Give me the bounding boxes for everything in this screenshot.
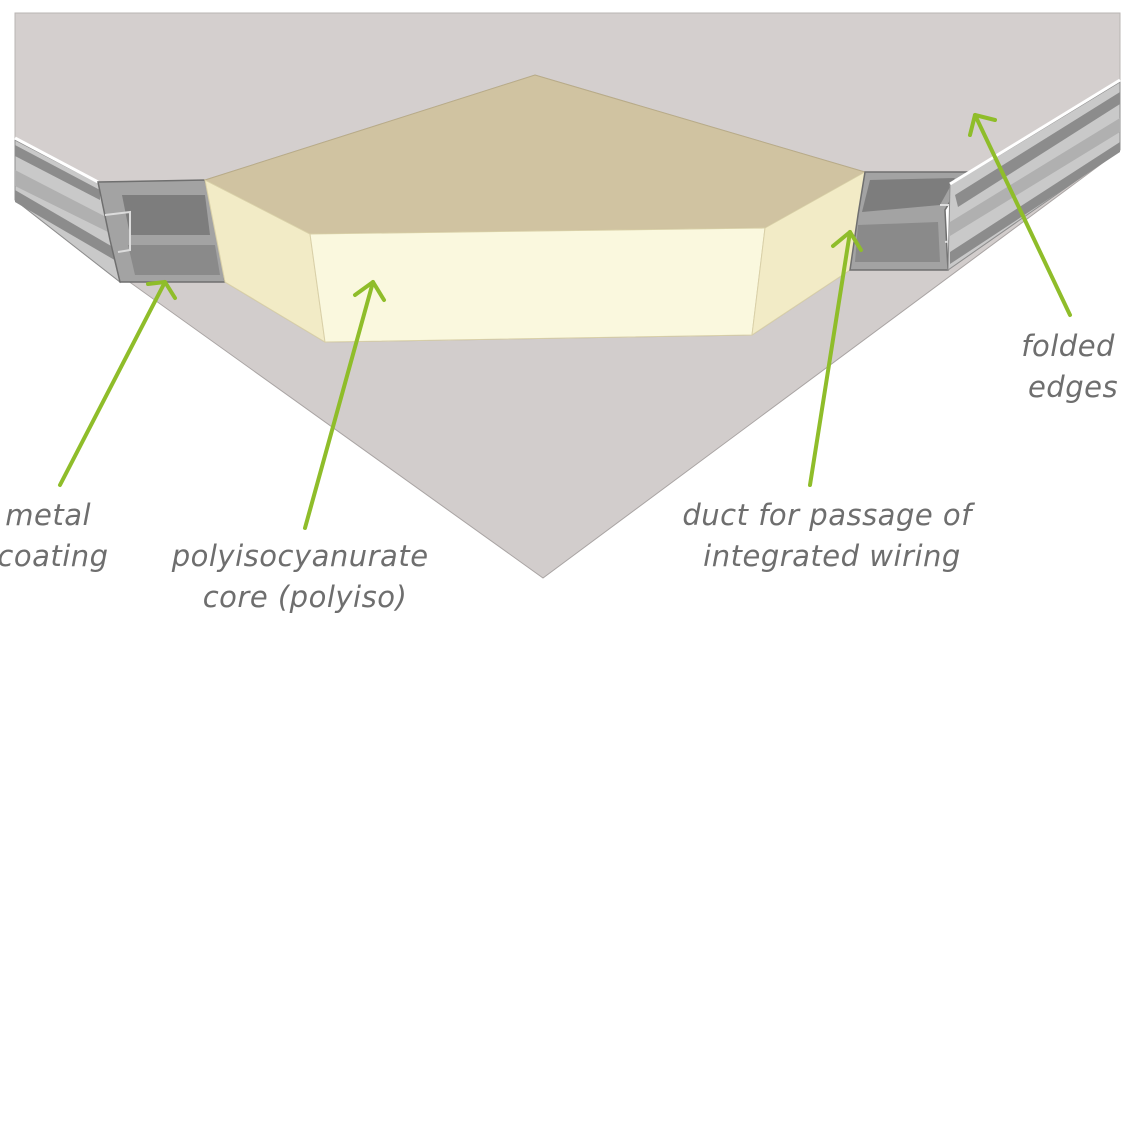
label-core-line1: polyisocyanurate [171,539,429,573]
label-folded-edges-line2: edges [1028,370,1118,404]
label-metal-coating-line2: coating [0,539,109,573]
arrow-metal-coating [58,280,177,487]
label-duct-line2: integrated wiring [703,539,961,573]
left-metal-profile [97,179,226,283]
label-folded-edges-line1: folded [1021,329,1115,363]
label-metal-coating: metal coating [0,498,109,573]
label-folded-edges: folded edges [1021,329,1124,404]
label-duct: duct for passage of integrated wiring [682,498,981,573]
label-core: polyisocyanurate core (polyiso) [171,539,439,614]
label-duct-line1: duct for passage of [682,498,975,532]
core-front-face [309,227,766,343]
label-metal-coating-line1: metal [5,498,91,532]
right-folded-edge [947,78,1121,271]
arrow-duct [808,230,863,487]
label-core-line2: core (polyiso) [203,580,408,614]
right-metal-profile [849,171,970,271]
arrow-folded-edges [968,113,1072,317]
arrow-core [303,280,386,530]
